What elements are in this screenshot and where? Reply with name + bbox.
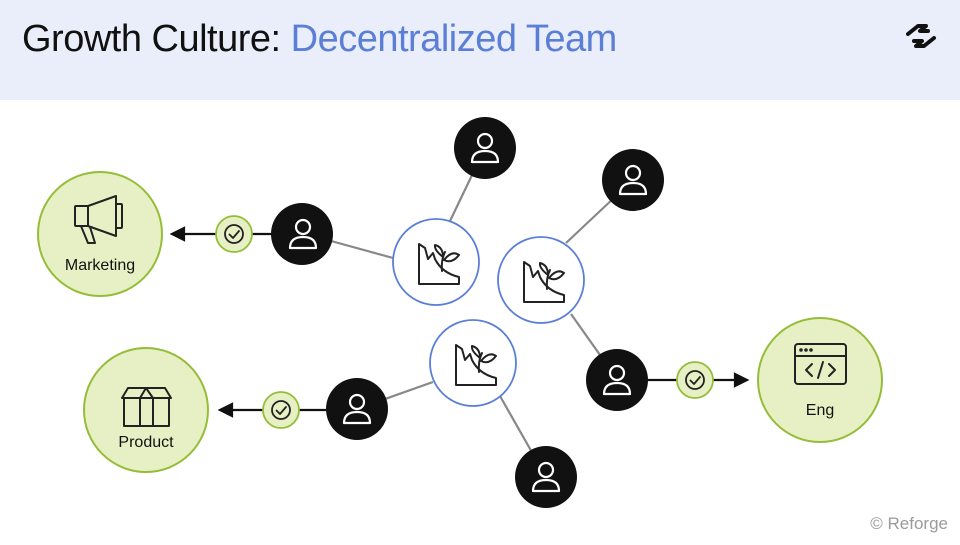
arrowhead-eng xyxy=(733,372,750,388)
code-window-icon xyxy=(794,343,847,385)
person-top xyxy=(454,117,516,179)
team-diagram: Marketing Product Eng xyxy=(0,100,960,540)
diagram-canvas xyxy=(37,117,883,508)
person-top-right xyxy=(602,149,664,211)
department-label-product: Product xyxy=(118,434,174,451)
title-accent: Decentralized Team xyxy=(290,18,618,60)
person-product-link xyxy=(326,378,388,440)
box-icon xyxy=(121,387,172,427)
check-product xyxy=(262,391,300,429)
department-eng xyxy=(757,317,883,443)
hub-2 xyxy=(497,236,585,324)
person-bottom xyxy=(515,446,577,508)
department-label-marketing: Marketing xyxy=(64,257,136,274)
megaphone-icon xyxy=(74,195,123,244)
page-title: Growth Culture: Decentralized Team xyxy=(22,18,617,61)
person-eng-link xyxy=(586,349,648,411)
reforge-logo-icon xyxy=(906,24,936,48)
check-marketing xyxy=(215,215,253,253)
arrowhead-product xyxy=(217,402,234,418)
person-marketing-link xyxy=(271,203,333,265)
department-product xyxy=(83,347,209,473)
department-marketing xyxy=(37,171,163,297)
department-label-eng: Eng xyxy=(805,402,835,419)
copyright-text: © Reforge xyxy=(870,514,948,533)
hub-1 xyxy=(392,218,480,306)
title-prefix: Growth Culture: xyxy=(22,18,281,60)
header-bar: Growth Culture: Decentralized Team xyxy=(0,0,960,100)
check-eng xyxy=(676,361,714,399)
arrowhead-marketing xyxy=(169,226,186,242)
hub-3 xyxy=(429,319,517,407)
